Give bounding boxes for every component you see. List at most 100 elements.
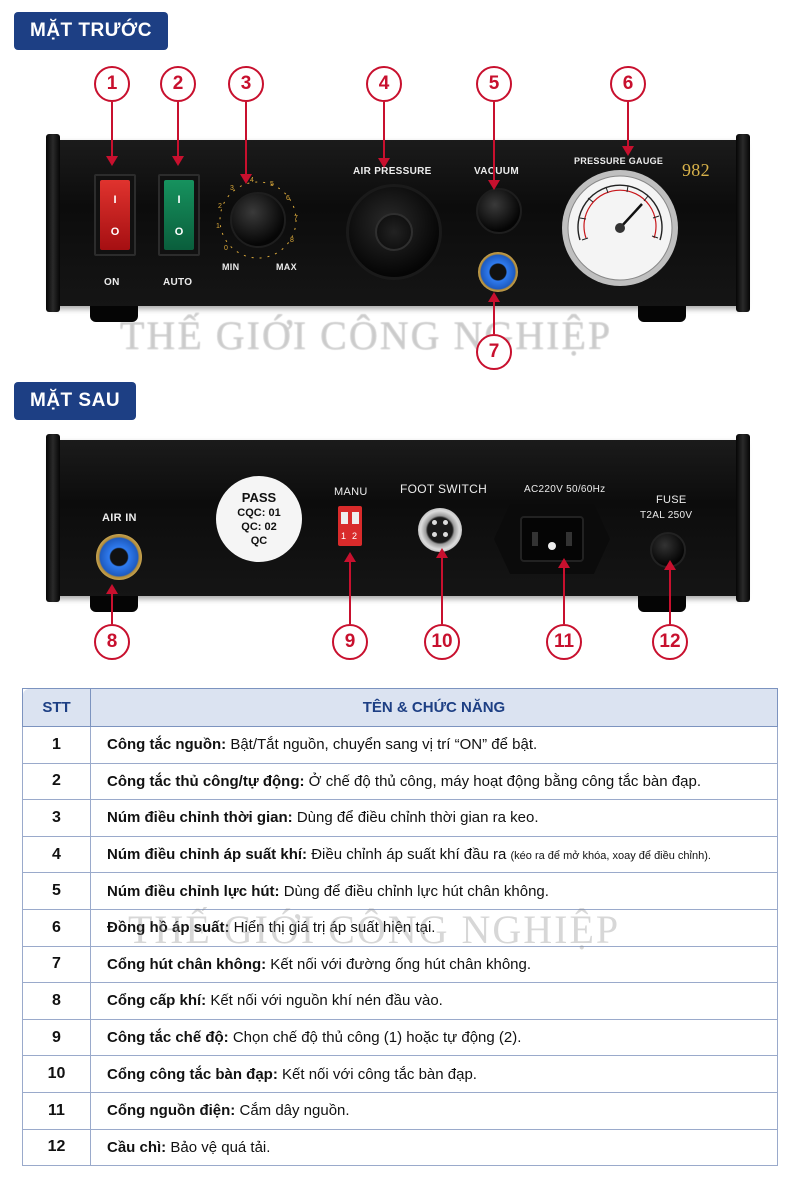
row-description: Núm điều chỉnh lực hút: Dùng để điều chỉ… — [90, 872, 778, 910]
row-stt: 5 — [22, 872, 91, 910]
watermark-table: THẾ GIỚI CÔNG NGHIỆP — [128, 907, 621, 952]
time-dial-scale: 012 345 678 — [216, 177, 298, 259]
device-back-panel: AIR IN PASS CQC: 01 QC: 02 QC MANU 1 2 F… — [46, 434, 750, 612]
table-row: 4 Núm điều chỉnh áp suất khí: Điều chỉnh … — [22, 835, 778, 874]
row-name: Công tắc nguồn: — [107, 736, 227, 754]
row-description: Cổng cấp khí: Kết nối với nguồn khí nén … — [90, 982, 778, 1020]
callout-3: 3 — [228, 66, 264, 102]
label-max: MAX — [276, 262, 297, 272]
row-function: Cắm dây nguồn. — [235, 1102, 350, 1120]
power-socket[interactable] — [494, 504, 610, 574]
row-stt: 2 — [22, 762, 91, 801]
label-power-in: AC220V 50/60Hz — [524, 484, 606, 495]
power-switch-mark-on: I — [113, 194, 117, 206]
callout-9: 9 — [332, 624, 368, 660]
row-description: Cổng hút chân không: Kết nối với đường ố… — [90, 945, 778, 984]
svg-text:8: 8 — [290, 237, 294, 244]
callout-8: 8 — [94, 624, 130, 660]
row-description: Cổng nguồn điện: Cắm dây nguồn. — [90, 1091, 778, 1130]
air-pressure-knob[interactable] — [346, 184, 442, 280]
row-function: Hiển thị giá trị áp suất hiện tại. — [229, 919, 436, 937]
label-foot-switch: FOOT SWITCH — [400, 482, 488, 496]
row-function: Dùng để điều chỉnh thời gian ra keo. — [292, 809, 539, 827]
row-stt: 9 — [22, 1018, 91, 1057]
label-auto: AUTO — [163, 277, 193, 288]
row-stt: 3 — [22, 799, 91, 837]
dip-label-2: 2 — [352, 531, 358, 541]
section-label-back: MẶT SAU — [14, 382, 137, 420]
row-function: Bật/Tắt nguồn, chuyển sang vị trí “ON” đ… — [226, 736, 538, 754]
row-name: Núm điều chỉnh áp suất khí: — [107, 846, 308, 864]
callout-10: 10 — [424, 624, 460, 660]
row-stt: 6 — [22, 908, 91, 947]
row-name: Cầu chì: — [107, 1138, 167, 1156]
callout-5: 5 — [476, 66, 512, 102]
row-function: Dùng để điều chỉnh lực hút chân không. — [279, 882, 549, 900]
table-row: 12 Cầu chì: Bảo vệ quá tải. — [22, 1128, 778, 1167]
vacuum-knob[interactable] — [476, 188, 522, 234]
row-function: Kết nối với nguồn khí nén đầu vào. — [206, 992, 443, 1010]
row-description: Cổng công tắc bàn đạp: Kết nối với công … — [90, 1055, 778, 1093]
row-name: Công tắc thủ công/tự động: — [107, 772, 305, 790]
auto-switch-mark-top: I — [177, 194, 181, 206]
row-stt: 10 — [22, 1055, 91, 1093]
label-pressure-gauge: PRESSURE GAUGE — [574, 156, 664, 166]
foot-switch-port[interactable] — [418, 508, 462, 552]
row-description: Công tắc thủ công/tự động: Ở chế độ thủ … — [90, 762, 778, 801]
model-number: 982 — [682, 160, 710, 180]
row-function: Kết nối với đường ống hút chân không. — [266, 955, 532, 973]
header-stt: STT — [22, 688, 91, 727]
sticker-line-3: QC: 02 — [241, 521, 277, 533]
header-name-function: TÊN & CHỨC NĂNG — [90, 688, 778, 727]
row-name: Núm điều chỉnh lực hút: — [107, 882, 280, 900]
row-name: Đồng hồ áp suất: — [107, 919, 230, 937]
auto-switch[interactable]: I O — [158, 174, 200, 256]
row-name: Núm điều chỉnh thời gian: — [107, 809, 293, 827]
row-stt: 12 — [22, 1128, 91, 1167]
time-knob[interactable] — [230, 192, 286, 248]
row-stt: 11 — [22, 1091, 91, 1130]
callout-7: 7 — [476, 334, 512, 370]
row-note: (kéo ra để mở khóa, xoay để điều chỉnh). — [510, 850, 711, 863]
air-in-port[interactable] — [96, 534, 142, 580]
power-switch[interactable]: I O — [94, 174, 136, 256]
row-description: Công tắc chế độ: Chọn chế độ thủ công (1… — [90, 1018, 778, 1057]
row-function: Bảo vệ quá tải. — [166, 1138, 271, 1156]
row-name: Cổng hút chân không: — [107, 955, 267, 973]
svg-text:7: 7 — [294, 215, 298, 222]
section-label-front: MẶT TRƯỚC — [14, 12, 168, 50]
svg-text:5: 5 — [270, 181, 274, 188]
row-function: Chọn chế độ thủ công (1) hoặc tự động (2… — [228, 1029, 522, 1047]
label-air-in: AIR IN — [102, 512, 137, 524]
callout-1: 1 — [94, 66, 130, 102]
svg-text:4: 4 — [250, 177, 254, 184]
vacuum-port[interactable] — [478, 252, 518, 292]
dip-label-1: 1 — [341, 531, 347, 541]
watermark-front: THẾ GIỚI CÔNG NGHIỆP — [120, 313, 613, 358]
svg-text:3: 3 — [230, 185, 234, 192]
row-description: Đồng hồ áp suất: Hiển thị giá trị áp suấ… — [90, 908, 778, 947]
label-fuse: FUSE — [656, 494, 687, 506]
mode-dip-switch[interactable]: 1 2 — [338, 506, 362, 546]
sticker-line-1: PASS — [241, 490, 277, 505]
row-name: Cổng cấp khí: — [107, 992, 207, 1010]
row-function: Điều chỉnh áp suất khí đầu ra — [307, 846, 511, 864]
row-stt: 4 — [22, 835, 91, 874]
svg-text:2: 2 — [218, 203, 222, 210]
row-description: Núm điều chỉnh thời gian: Dùng để điều c… — [90, 799, 778, 837]
pressure-gauge — [562, 170, 678, 286]
qc-sticker: PASS CQC: 01 QC: 02 QC — [216, 476, 302, 562]
row-description: Công tắc nguồn: Bật/Tắt nguồn, chuyển sa… — [90, 726, 778, 764]
row-stt: 1 — [22, 726, 91, 764]
power-switch-mark-off: O — [110, 226, 120, 238]
